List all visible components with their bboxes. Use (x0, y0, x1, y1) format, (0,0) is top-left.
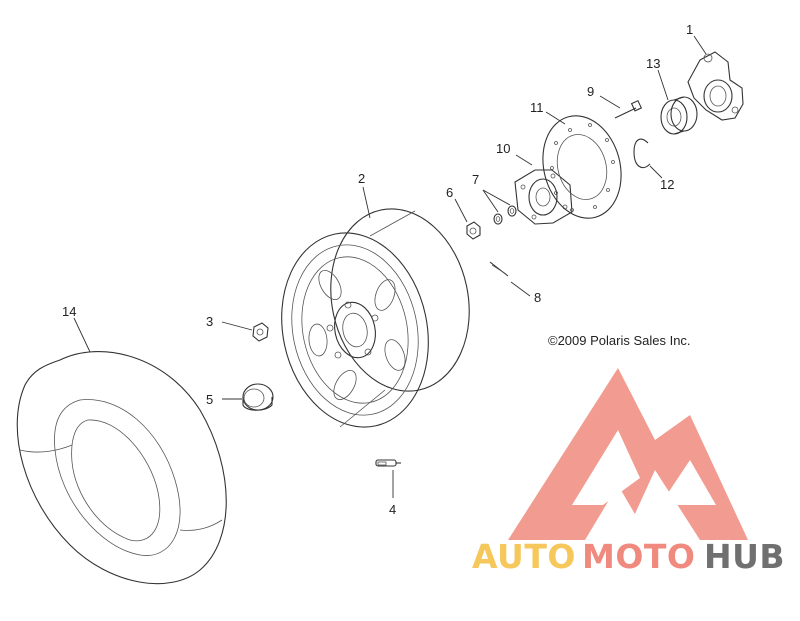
leader-lines (73, 35, 707, 498)
watermark-logo (508, 368, 748, 540)
copyright-text: ©2009 Polaris Sales Inc. (548, 333, 691, 348)
callout-3: 3 (206, 314, 213, 329)
washers (493, 205, 517, 225)
callout-10: 10 (496, 141, 510, 156)
wheel-rim (281, 208, 470, 428)
bearing (660, 96, 698, 135)
callout-8: 8 (534, 290, 541, 305)
tire (16, 350, 227, 585)
callout-14: 14 (62, 304, 76, 319)
watermark-text: AUTO MOTO HUB (472, 537, 785, 576)
steering-knuckle (687, 51, 744, 121)
callout-6: 6 (446, 185, 453, 200)
hub-nut (466, 221, 481, 240)
callouts: 1 2 3 4 5 6 7 8 9 10 11 12 13 14 (62, 22, 693, 517)
watermark-moto: MOTO (582, 537, 695, 576)
valve-stem (375, 459, 401, 467)
watermark-hub: HUB (704, 537, 785, 576)
callout-9: 9 (587, 84, 594, 99)
wheel-stud (489, 261, 509, 277)
watermark-auto: AUTO (472, 537, 576, 576)
bolt (614, 99, 643, 119)
lug-nut (252, 322, 269, 342)
center-cap (242, 383, 274, 411)
brake-disc (542, 115, 622, 219)
callout-5: 5 (206, 392, 213, 407)
callout-12: 12 (660, 177, 674, 192)
callout-13: 13 (646, 56, 660, 71)
callout-1: 1 (686, 22, 693, 37)
callout-7: 7 (472, 172, 479, 187)
callout-11: 11 (530, 100, 544, 115)
callout-2: 2 (358, 171, 365, 186)
wheel-hub (514, 169, 573, 225)
callout-4: 4 (389, 502, 396, 517)
snap-ring (633, 138, 651, 169)
